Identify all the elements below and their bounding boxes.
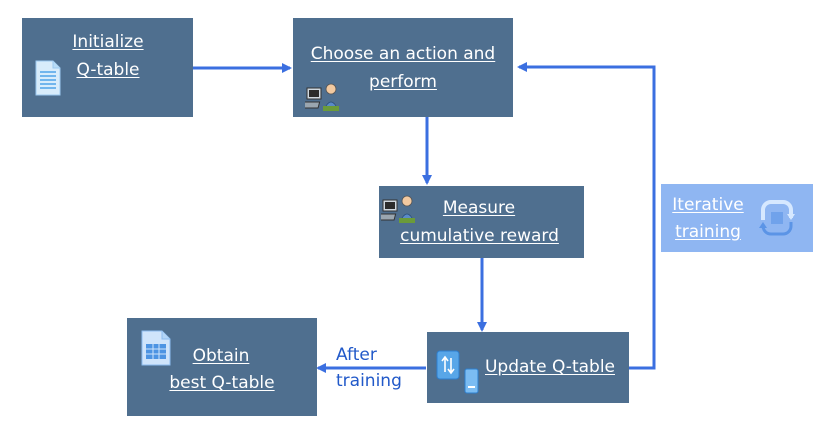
node-measure-line1: Measure [442, 198, 516, 218]
node-choose-action: Choose an action and perform [293, 18, 513, 117]
node-choose-action-line2: perform [369, 72, 437, 92]
node-measure: Measure cumulative reward [379, 186, 584, 258]
node-initialize-line1: Initialize [72, 32, 144, 52]
table-document-icon [141, 330, 171, 366]
node-obtain-line1: Obtain [192, 346, 250, 366]
node-update-line1: Update Q-table [484, 357, 615, 377]
node-initialize-line2: Q-table [76, 60, 140, 80]
node-iterative-line1: Iterative [672, 195, 744, 215]
device-sync-icon [436, 350, 479, 394]
node-iterative-training: Iterative training [661, 184, 813, 252]
node-iterative-line2: training [675, 222, 741, 242]
node-choose-action-line1: Choose an action and [310, 44, 496, 64]
computer-user-icon [381, 195, 415, 223]
computer-user-icon [305, 83, 339, 111]
edge-label-after-training-line2: training [336, 371, 402, 391]
node-measure-line2: cumulative reward [400, 226, 559, 246]
node-obtain-line2: best Q-table [169, 373, 275, 393]
node-obtain: Obtain best Q-table [127, 318, 317, 416]
edge-label-after-training-line1: After [336, 345, 377, 365]
node-initialize: Initialize Q-table [22, 18, 193, 117]
document-icon [35, 60, 61, 96]
cycle-icon [759, 200, 795, 236]
node-update: Update Q-table [427, 332, 629, 403]
arrow-update-to-choose [517, 62, 656, 370]
